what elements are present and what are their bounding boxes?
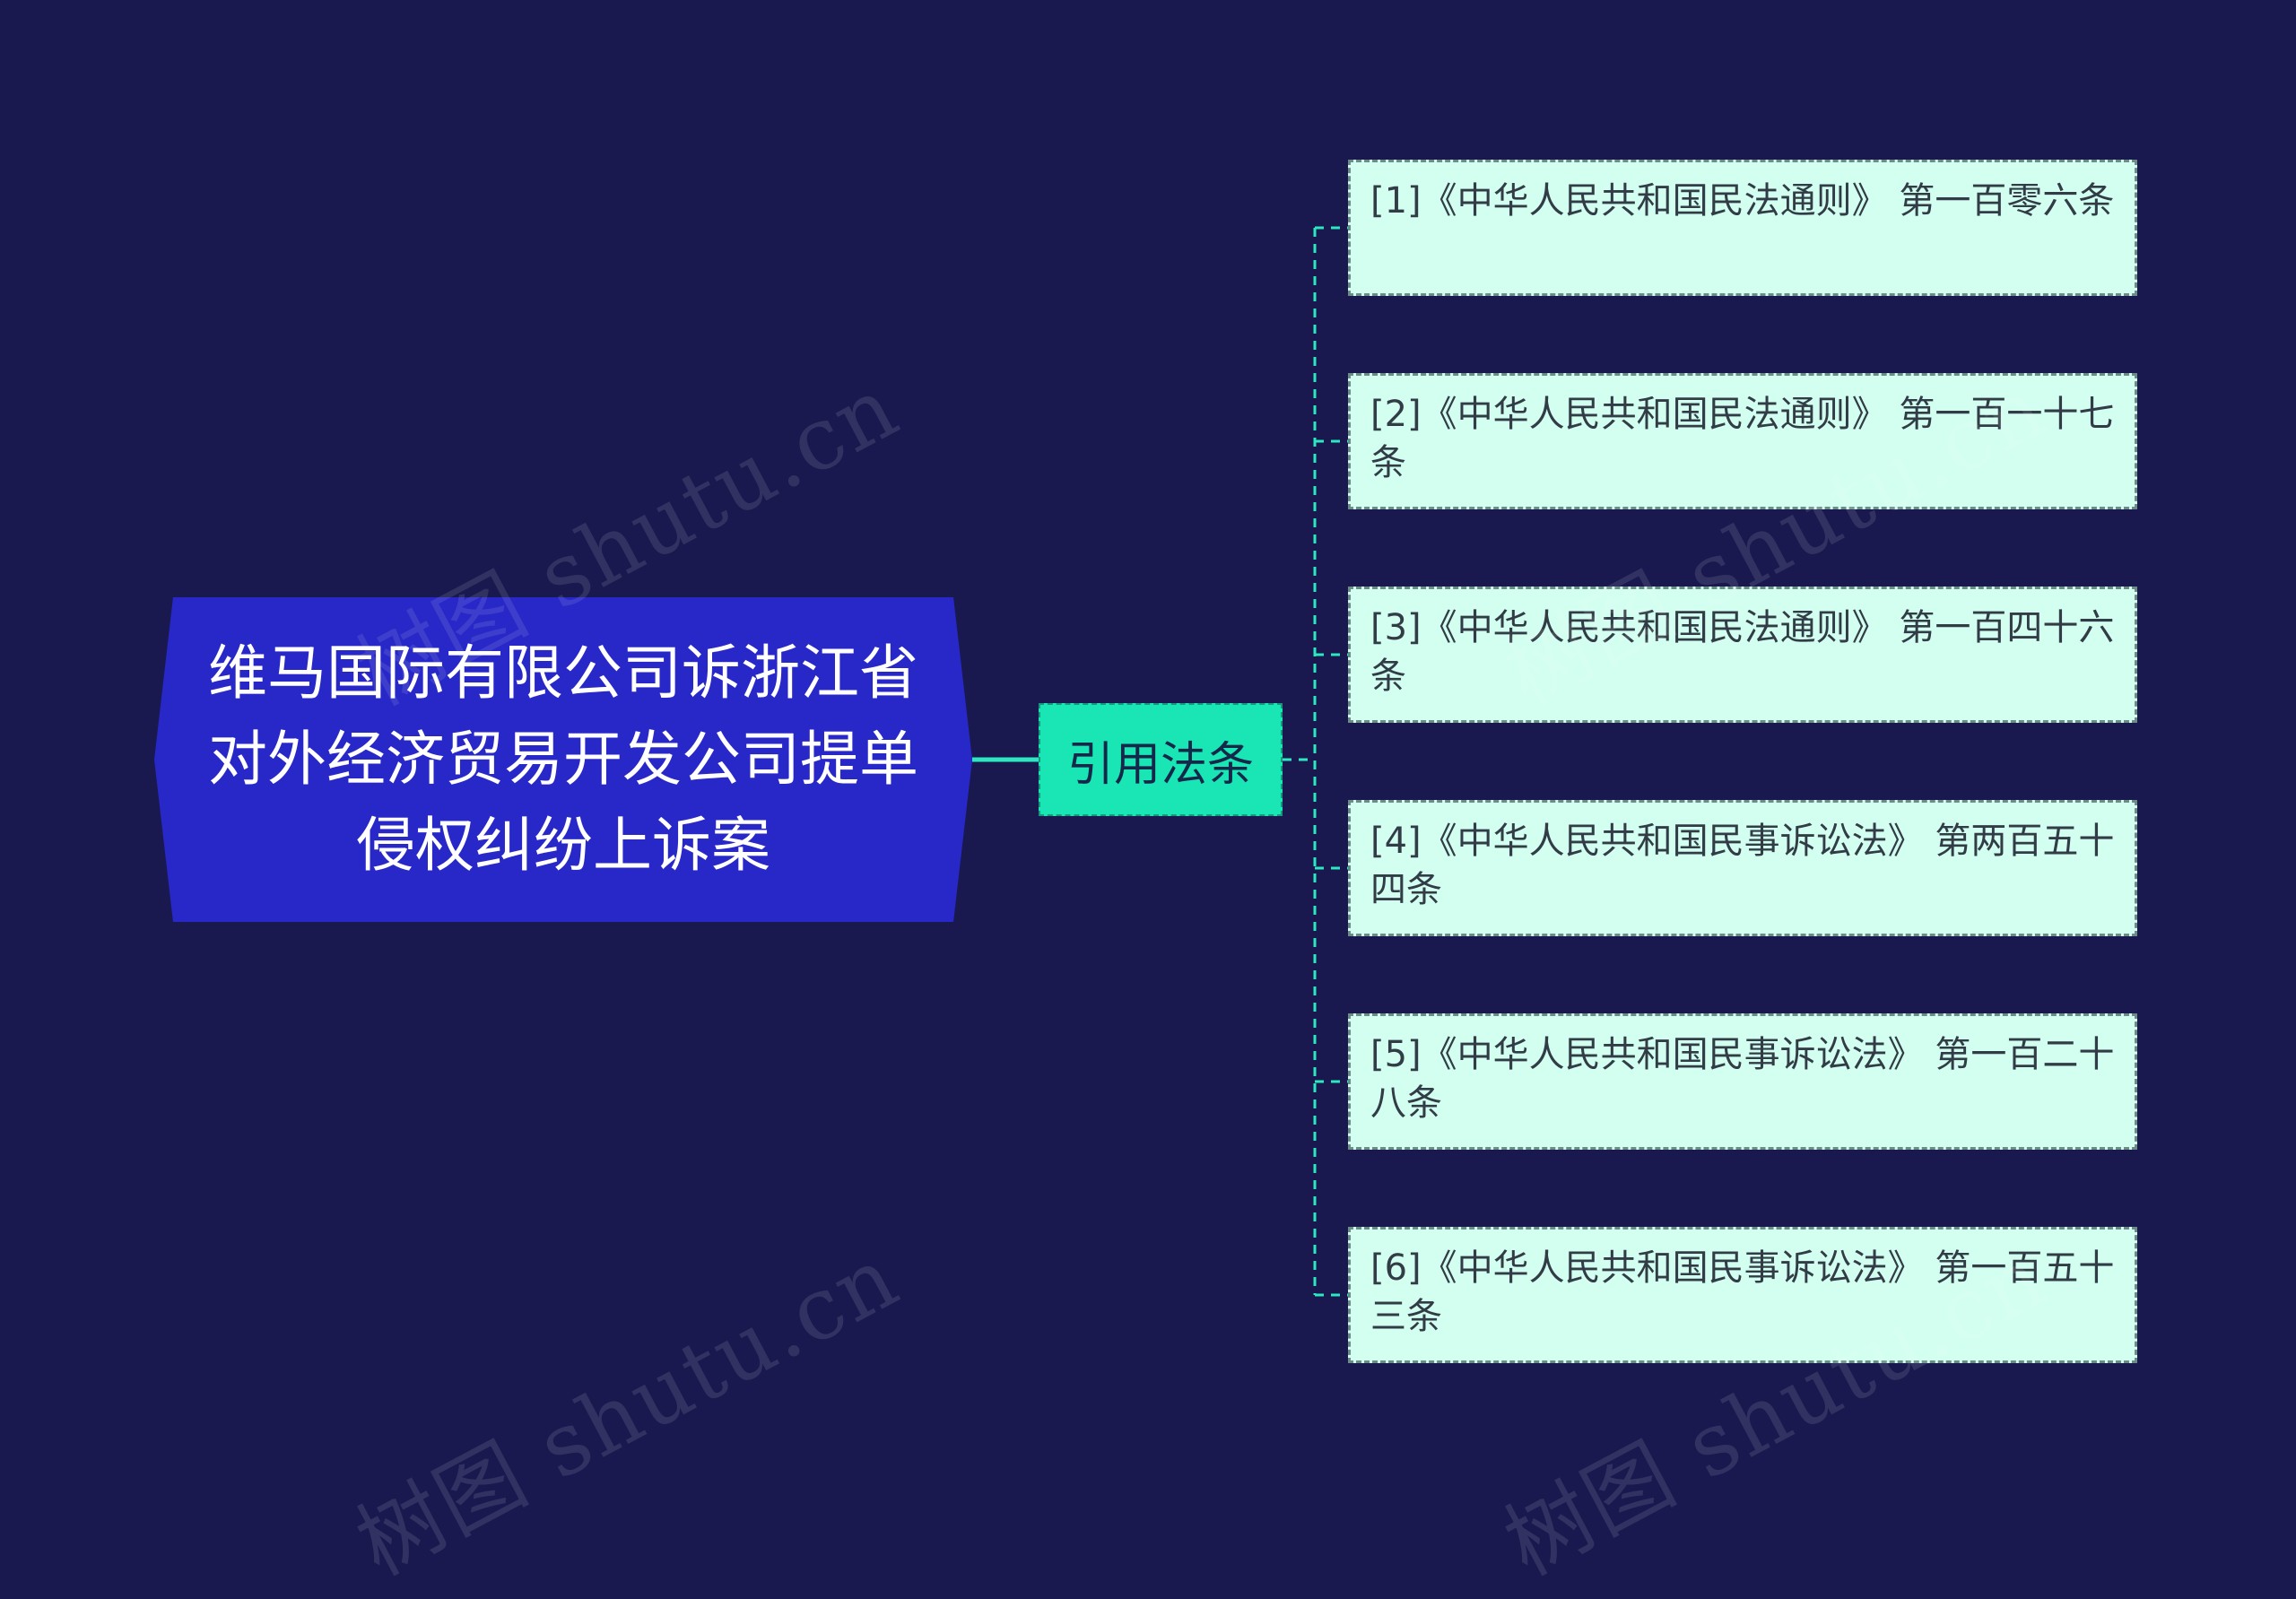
leaf-node-2[interactable]: [2]《中华人民共和国民法通则》 第一百一十七条 (1348, 373, 2137, 509)
root-topic-node[interactable]: 维马国际有限公司诉浙江省对外经济贸易开发公司提单侵权纠纷上诉案 (154, 597, 972, 922)
leaf-node-1[interactable]: [1]《中华人民共和国民法通则》 第一百零六条 (1348, 160, 2137, 296)
branch-node-cited-articles[interactable]: 引用法条 (1039, 703, 1283, 816)
leaf-node-4[interactable]: [4]《中华人民共和国民事诉讼法》 第两百五十四条 (1348, 800, 2137, 936)
root-topic-label: 维马国际有限公司诉浙江省对外经济贸易开发公司提单侵权纠纷上诉案 (208, 639, 918, 880)
connector-lines (972, 226, 1348, 1297)
leaf-node-3[interactable]: [3]《中华人民共和国民法通则》 第一百四十六条 (1348, 587, 2137, 723)
leaf-node-6[interactable]: [6]《中华人民共和国民事诉讼法》 第一百五十三条 (1348, 1227, 2137, 1363)
leaf-node-5[interactable]: [5]《中华人民共和国民事诉讼法》 第一百二十八条 (1348, 1013, 2137, 1150)
mindmap-canvas: 维马国际有限公司诉浙江省对外经济贸易开发公司提单侵权纠纷上诉案 引用法条 [1]… (154, 160, 2137, 1595)
